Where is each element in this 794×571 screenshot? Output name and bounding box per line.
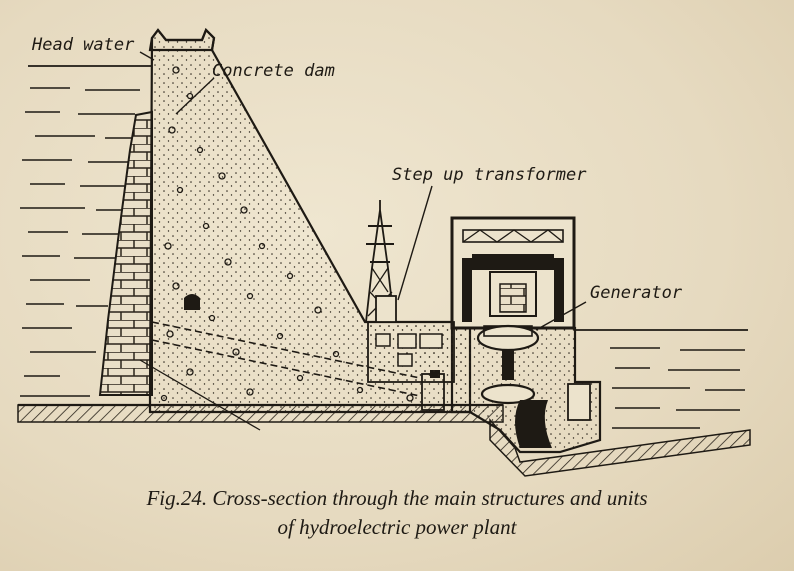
foundation-ground [17, 403, 751, 477]
leader-lines [139, 51, 587, 331]
tailwater [575, 329, 748, 429]
figure-caption: Fig.24. Cross-section through the main s… [0, 484, 794, 542]
generator-unit [476, 324, 540, 352]
turbine-shaft [502, 350, 514, 380]
powerhouse [421, 216, 602, 454]
switchgear-block [367, 321, 455, 383]
caption-line-2: of hydroelectric power plant [277, 515, 517, 539]
step-up-transformer [364, 200, 397, 323]
draft-tube [515, 400, 552, 448]
penstock [139, 321, 421, 431]
inspection-gallery [184, 294, 200, 310]
dam-crest [148, 28, 216, 52]
turbine-runner [480, 383, 536, 405]
label-step-up-transformer: Step up transformer [392, 165, 587, 185]
transformer-tank [375, 295, 397, 323]
label-concrete-dam: Concrete dam [212, 61, 335, 81]
overhead-crane [472, 254, 554, 270]
label-head-water: Head water [31, 35, 135, 55]
concrete-aggregate [160, 66, 414, 402]
label-generator: Generator [590, 283, 683, 303]
headwater-reservoir [20, 65, 152, 397]
upstream-masonry-facing [98, 110, 153, 396]
caption-line-1: Fig.24. Cross-section through the main s… [146, 486, 648, 510]
